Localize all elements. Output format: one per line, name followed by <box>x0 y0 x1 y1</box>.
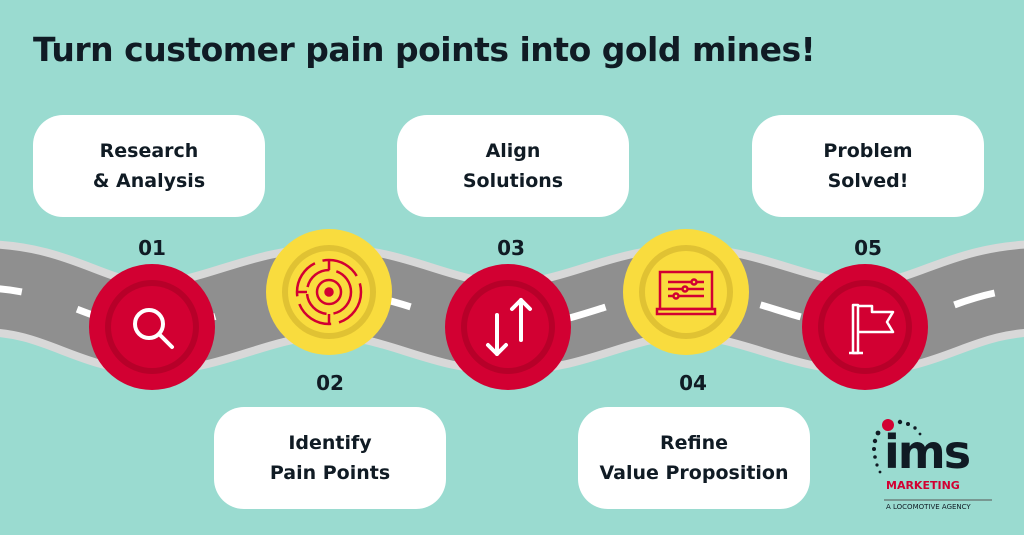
step-05-number: 05 <box>854 236 882 260</box>
step-05-line1: Problem <box>823 140 913 162</box>
step-05-card: Problem Solved! <box>752 115 984 217</box>
swap-arrows-icon <box>486 298 532 356</box>
step-01-number: 01 <box>138 236 166 260</box>
step-01-card: Research & Analysis <box>33 115 265 217</box>
step-04-line1: Refine <box>659 432 728 454</box>
step-03-line2: Solutions <box>462 170 564 192</box>
step-01-badge <box>89 264 215 390</box>
step-01-line2: & Analysis <box>92 170 206 192</box>
search-icon <box>133 308 174 349</box>
laptop-sliders-icon <box>655 270 717 316</box>
logo-sub: MARKETING <box>886 479 960 492</box>
step-04-line2: Value Proposition <box>599 462 789 484</box>
step-02-number: 02 <box>316 371 344 395</box>
step-03-line1: Align <box>485 140 541 162</box>
step-02-line1: Identify <box>288 432 372 454</box>
step-03-badge <box>445 264 571 390</box>
step-04-badge <box>623 229 749 355</box>
step-02-card: Identify Pain Points <box>214 407 446 509</box>
step-03-number: 03 <box>497 236 525 260</box>
logo-tagline: A LOCOMOTIVE AGENCY <box>886 503 971 511</box>
step-04-number: 04 <box>679 371 707 395</box>
flag-icon <box>849 303 895 355</box>
page-title: Turn customer pain points into gold mine… <box>33 30 816 69</box>
step-02-badge <box>266 229 392 355</box>
maze-icon <box>295 258 363 326</box>
step-03-card: Align Solutions <box>397 115 629 217</box>
step-02-line2: Pain Points <box>269 462 391 484</box>
step-05-badge <box>802 264 928 390</box>
step-01-line1: Research <box>99 140 199 162</box>
ims-marketing-logo: ims MARKETING A LOCOMOTIVE AGENCY <box>872 415 1002 515</box>
logo-brand: ims <box>884 425 971 479</box>
step-04-card: Refine Value Proposition <box>578 407 810 509</box>
step-05-line2: Solved! <box>827 170 909 192</box>
